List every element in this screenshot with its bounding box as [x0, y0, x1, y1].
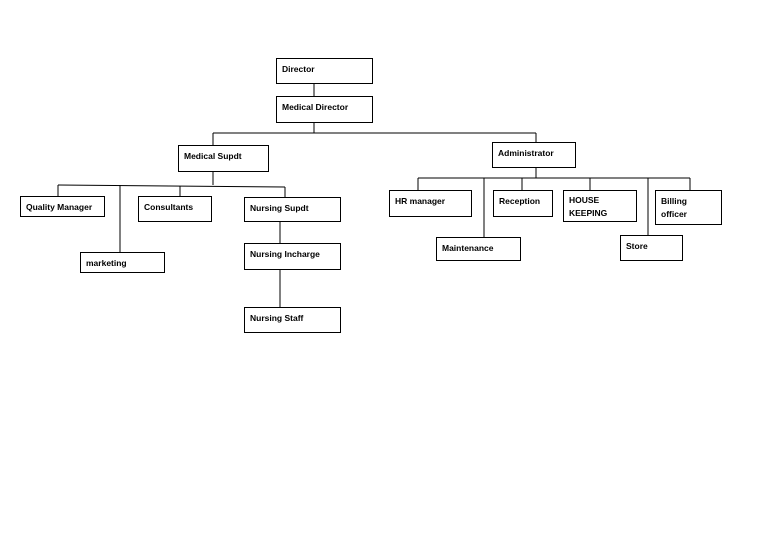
node-store: Store — [620, 235, 683, 261]
node-house-keeping: HOUSE KEEPING — [563, 190, 637, 222]
node-nursing-supdt: Nursing Supdt — [244, 197, 341, 222]
node-quality-manager: Quality Manager — [20, 196, 105, 217]
node-nursing-incharge: Nursing Incharge — [244, 243, 341, 270]
node-medical-supdt: Medical Supdt — [178, 145, 269, 172]
node-consultants: Consultants — [138, 196, 212, 222]
node-hr-manager: HR manager — [389, 190, 472, 217]
node-director: Director — [276, 58, 373, 84]
node-medical-director: Medical Director — [276, 96, 373, 123]
node-reception: Reception — [493, 190, 553, 217]
node-billing-officer: Billing officer — [655, 190, 722, 225]
node-marketing: marketing — [80, 252, 165, 273]
node-maintenance: Maintenance — [436, 237, 521, 261]
node-nursing-staff: Nursing Staff — [244, 307, 341, 333]
node-administrator: Administrator — [492, 142, 576, 168]
